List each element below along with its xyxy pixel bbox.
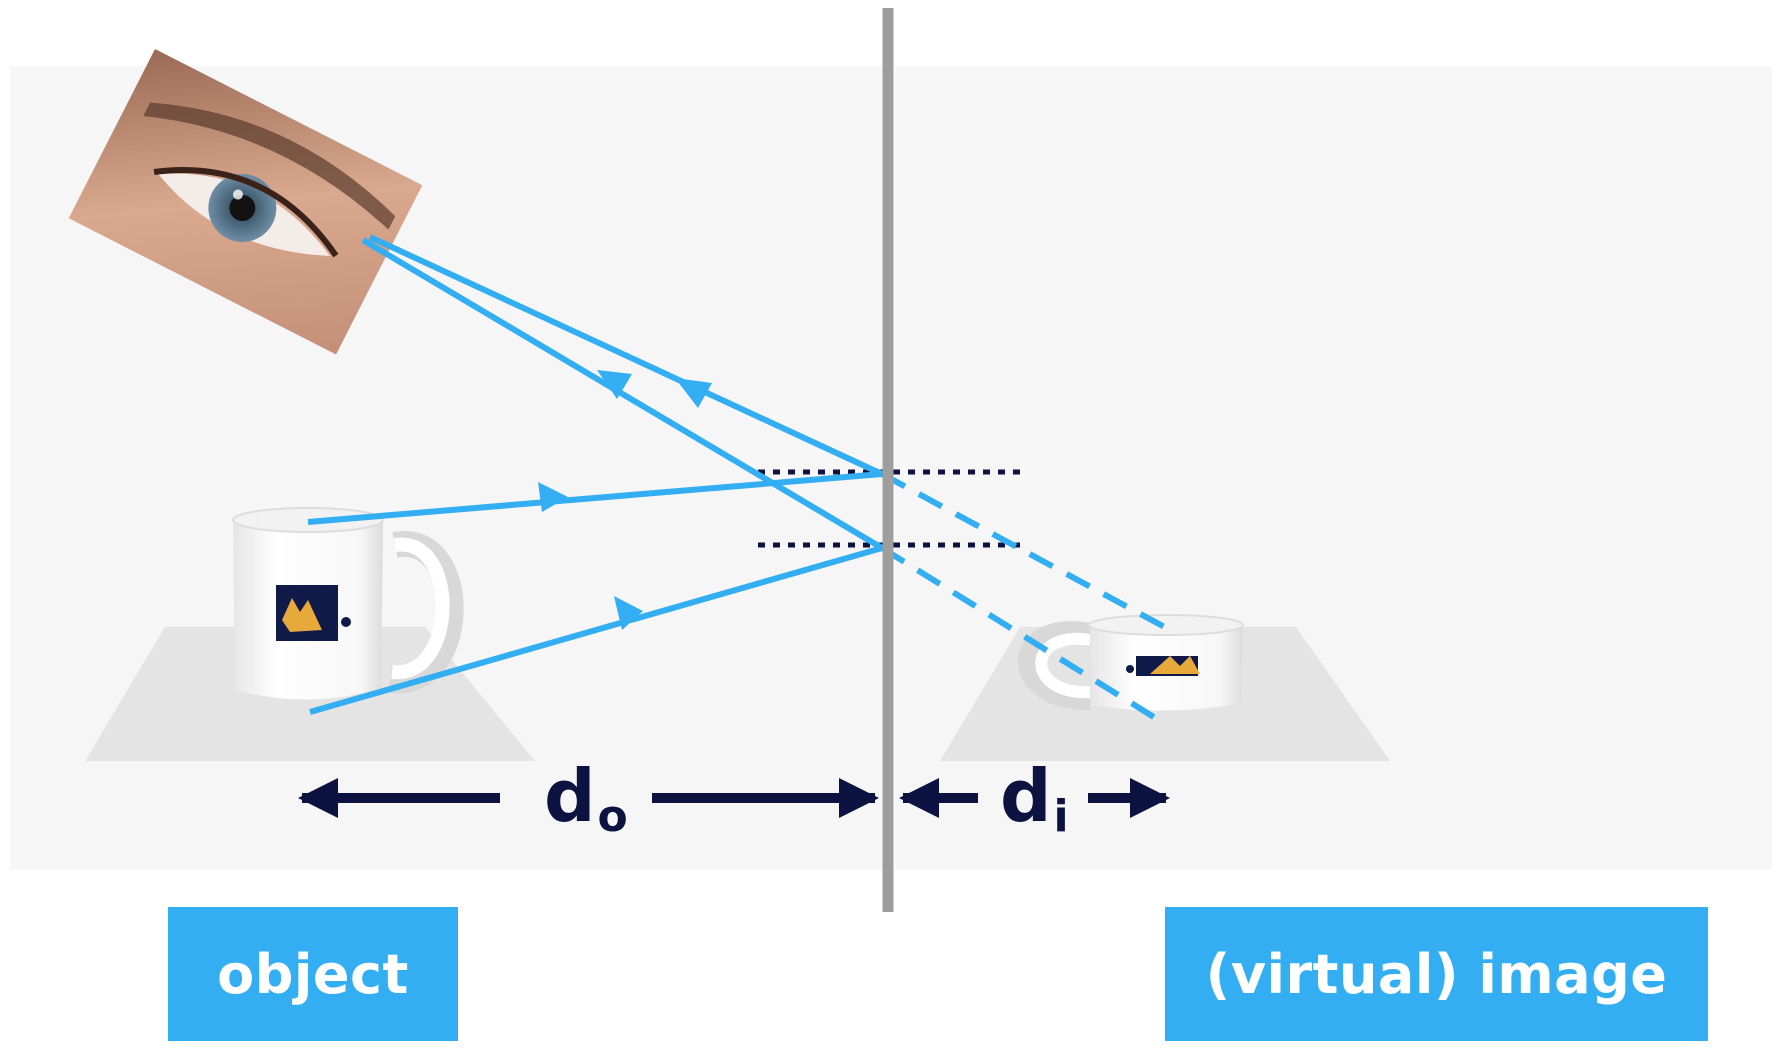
object-label-text: object bbox=[217, 942, 409, 1006]
object-mug bbox=[232, 507, 464, 700]
image-distance-label: di bbox=[1000, 760, 1069, 839]
virtual-image-label-text: (virtual) image bbox=[1205, 942, 1668, 1006]
ray-incident-top bbox=[307, 471, 883, 525]
eye-photo bbox=[68, 49, 423, 355]
object-distance-label: do bbox=[544, 760, 628, 839]
object-label: object bbox=[168, 907, 458, 1041]
ray-incident-bottom bbox=[309, 545, 883, 715]
ray-arrowhead bbox=[538, 482, 568, 512]
ray-virtual-top bbox=[880, 471, 1172, 633]
virtual-image-label: (virtual) image bbox=[1165, 907, 1708, 1041]
ray-arrowhead bbox=[614, 596, 643, 630]
object-distance-subscript: o bbox=[597, 791, 628, 842]
image-mug-logo bbox=[1126, 656, 1200, 676]
image-mug bbox=[1018, 614, 1244, 711]
ray-arrowhead bbox=[675, 378, 712, 408]
ray-arrowhead bbox=[597, 370, 632, 399]
object-distance-symbol: d bbox=[544, 754, 596, 838]
image-distance-subscript: i bbox=[1053, 791, 1069, 842]
mug-logo bbox=[276, 585, 351, 641]
image-distance-symbol: d bbox=[1000, 754, 1052, 838]
ray-reflected-bottom bbox=[361, 237, 884, 551]
ray-reflected-top bbox=[368, 234, 884, 477]
ray-virtual-bottom bbox=[880, 545, 1167, 727]
